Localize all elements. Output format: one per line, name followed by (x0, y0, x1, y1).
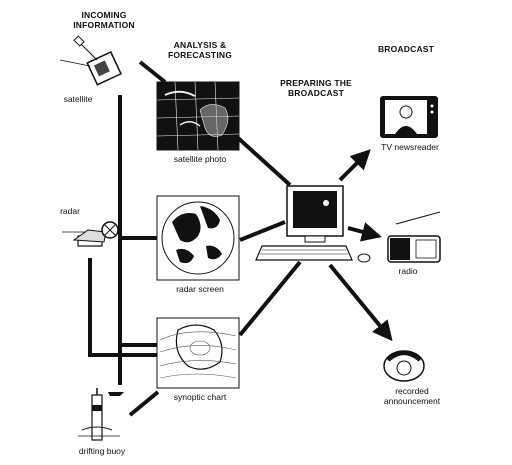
header-analysis-text: ANALYSIS & FORECASTING (167, 40, 233, 60)
radar-to-chart-line (88, 258, 160, 357)
radar-to-chart-line-2 (118, 258, 160, 347)
satellite-to-photo-line (138, 60, 167, 84)
photo-to-computer-line (236, 136, 292, 187)
label-radar-screen: radar screen (176, 284, 224, 294)
radar-icon (62, 221, 119, 247)
header-broadcast: BROADCAST (368, 44, 444, 54)
chart-to-computer-line (238, 260, 302, 337)
computer-icon (255, 185, 371, 263)
header-broadcast-text: BROADCAST (377, 44, 435, 54)
drifting-buoy-icon (78, 388, 124, 441)
header-analysis-forecasting: ANALYSIS & FORECASTING (160, 40, 240, 60)
synoptic-chart-image (156, 317, 240, 389)
satellite-photo-image (156, 81, 240, 151)
computer-to-tv-arrow (338, 149, 371, 182)
label-satellite-photo: satellite photo (173, 154, 227, 164)
radio-icon (387, 211, 441, 263)
label-recorded-announcement: recorded announcement (372, 386, 452, 406)
label-synoptic-chart: synoptic chart (173, 392, 227, 402)
header-incoming-text: INCOMING INFORMATION (73, 10, 135, 30)
header-incoming-information: INCOMING INFORMATION (64, 10, 144, 30)
computer-to-phone-arrow (328, 263, 393, 342)
label-drifting-buoy: drifting buoy (78, 446, 126, 456)
flow-lines (88, 60, 393, 417)
label-tv-newsreader: TV newsreader (381, 142, 439, 152)
buoy-to-chart-line (128, 390, 160, 417)
header-preparing-broadcast: PREPARING THE BROADCAST (272, 78, 360, 98)
label-satellite: satellite (63, 94, 93, 104)
tv-icon (380, 96, 438, 138)
label-radar: radar (60, 206, 80, 216)
telephone-icon (383, 350, 425, 382)
satellite-icon (59, 35, 122, 86)
header-preparing-text: PREPARING THE BROADCAST (280, 78, 352, 98)
radar-screen-image (156, 195, 240, 281)
label-recorded-announcement-text: recorded announcement (383, 386, 441, 406)
computer-to-radio-arrow (347, 222, 382, 242)
screen-to-computer-line (239, 220, 286, 242)
label-radio: radio (398, 266, 418, 276)
